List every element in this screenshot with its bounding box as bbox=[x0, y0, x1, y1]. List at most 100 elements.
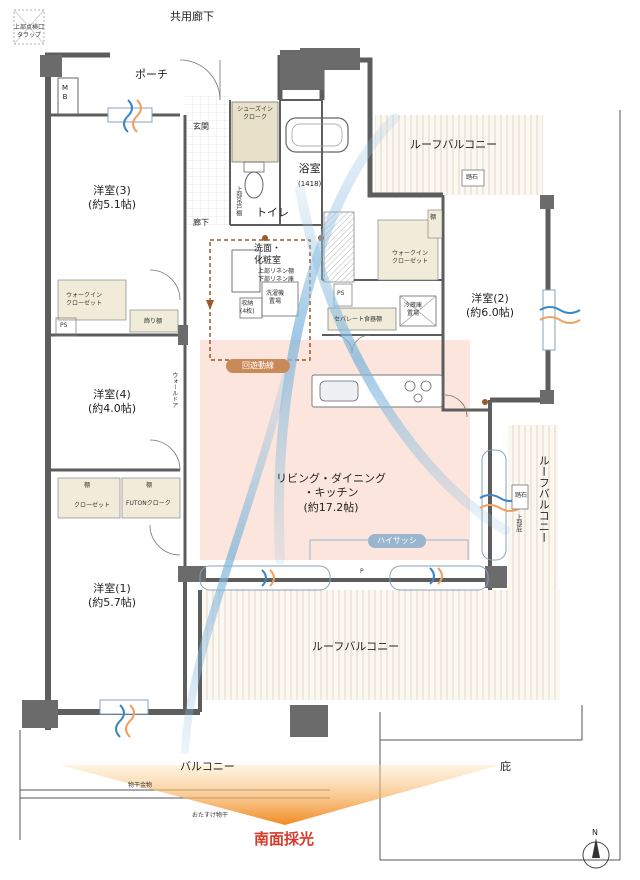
room3-label: 洋室(3)(約5.1帖) bbox=[88, 184, 136, 213]
fridge-box bbox=[399, 295, 437, 327]
roof-balcony-right-stone: 踏石 bbox=[515, 492, 528, 499]
bath-label: 浴室 (1418) bbox=[298, 162, 321, 191]
window-side bbox=[481, 449, 507, 561]
room3-name: 洋室(3) bbox=[93, 184, 131, 197]
toilet-fixture bbox=[244, 171, 264, 199]
washroom-storage-label: 収納(4枚) bbox=[240, 300, 255, 316]
toilet-label: トイレ bbox=[256, 206, 289, 219]
stepping-stone-top bbox=[461, 169, 485, 187]
roof-balcony-top-label: ルーフバルコニー bbox=[410, 138, 498, 151]
room4-size: (約4.0帖) bbox=[88, 402, 137, 416]
linen2: 下部リネン庫 bbox=[258, 275, 295, 283]
fridge-label: 冷蔵庫置場 bbox=[404, 302, 422, 318]
wall-door-label: ウォールドア bbox=[170, 372, 178, 408]
room1-name: 洋室(1) bbox=[93, 582, 131, 595]
washer1: 洗濯機 bbox=[266, 290, 285, 297]
ldk-line2: ・キッチン bbox=[303, 486, 359, 500]
ldk-label: リビング・ダイニング・キッチン(約17.2帖) bbox=[276, 472, 386, 515]
washroom-line2: 化粧室 bbox=[254, 255, 282, 266]
kazari-box bbox=[129, 309, 179, 333]
south-light-fan bbox=[60, 765, 500, 825]
fridge-line2: 置場 bbox=[407, 309, 420, 317]
futon-box bbox=[121, 477, 181, 519]
inspection-line2: タラップ bbox=[16, 31, 41, 39]
room2-name: 洋室(2) bbox=[471, 292, 509, 305]
mb-label: M B bbox=[62, 84, 69, 102]
stepping-stone-right bbox=[511, 484, 529, 510]
room3-size: (約5.1帖) bbox=[88, 198, 137, 212]
roof-balcony-top-floor bbox=[375, 115, 543, 195]
porch-label: ポーチ bbox=[135, 68, 168, 81]
columns bbox=[22, 48, 554, 737]
storage-size: (4枚) bbox=[240, 307, 255, 315]
ps-label-right: PS bbox=[337, 290, 345, 297]
high-sash-badge: ハイサッシ bbox=[368, 534, 426, 548]
ldk-line1: リビング・ダイニング bbox=[276, 472, 386, 485]
washroom-label: 洗面・化粧室 bbox=[254, 244, 281, 267]
roof-balcony-right-eaves: 上部庇 bbox=[514, 514, 522, 532]
room1-size: (約5.7帖) bbox=[88, 596, 137, 610]
corridor-label: 共用廊下 bbox=[170, 10, 214, 23]
shoes-closet-box bbox=[231, 101, 279, 163]
window-left bbox=[199, 565, 331, 591]
fridge-line1: 冷蔵庫 bbox=[404, 302, 423, 309]
walkin-right-line1: ウォークイン bbox=[392, 250, 429, 257]
separate-cabinet-label: セパレート食器棚 bbox=[334, 316, 383, 323]
washroom-sink bbox=[231, 249, 261, 293]
hanger2-label: おたすけ物干 bbox=[192, 812, 229, 819]
mb-box bbox=[57, 77, 79, 115]
shoes-line1: シューズイン bbox=[237, 106, 273, 113]
stove-icon bbox=[404, 380, 432, 403]
shoes-line2: クローク bbox=[242, 113, 267, 121]
futon-label: FUTONクローク bbox=[126, 500, 171, 507]
walkin-left-label: ウォークインクローゼット bbox=[66, 292, 102, 308]
washer-label: 洗濯機置場 bbox=[266, 290, 284, 306]
room2-size: (約6.0帖) bbox=[466, 306, 515, 320]
hanger1-label: 物干金物 bbox=[128, 782, 153, 789]
inspection-label: 上部点検口タラップ bbox=[12, 24, 46, 40]
walkin-right-label: ウォークインクローゼット bbox=[392, 250, 428, 266]
window-right bbox=[389, 565, 489, 591]
kitchen-sink bbox=[319, 380, 359, 402]
ps-label-left: PS bbox=[60, 322, 68, 329]
tana-side-label: 棚 bbox=[430, 214, 437, 221]
eaves-label: 庇 bbox=[500, 760, 511, 773]
linen1: 上部リネン棚 bbox=[258, 268, 295, 275]
door-swings bbox=[149, 59, 468, 556]
room1-label: 洋室(1)(約5.7帖) bbox=[88, 582, 136, 611]
toilet-shelf-label: 上部吊戸棚 bbox=[234, 186, 242, 216]
entrance-label: 玄関 bbox=[193, 122, 209, 131]
kazari-label: 飾り棚 bbox=[144, 318, 163, 325]
bathtub bbox=[285, 117, 349, 153]
balcony-label: バルコニー bbox=[180, 760, 235, 773]
closet-label: クローゼット bbox=[74, 502, 111, 509]
closet-box bbox=[57, 477, 121, 519]
air-arrows bbox=[115, 99, 581, 738]
shelf2-label: 棚 bbox=[146, 482, 153, 489]
room4-name: 洋室(4) bbox=[93, 388, 131, 401]
south-light-label: 南面採光 bbox=[254, 830, 315, 848]
hallway-label: 廊下 bbox=[193, 218, 209, 227]
ldk-line3: (約17.2帖) bbox=[303, 500, 359, 514]
roof-balcony-top-stone: 踏石 bbox=[466, 174, 479, 181]
north-label: N bbox=[592, 828, 598, 837]
washroom-line1: 洗面・ bbox=[254, 244, 282, 254]
roof-balcony-bottom-floor bbox=[200, 590, 560, 700]
shelf1-label: 棚 bbox=[84, 482, 91, 489]
inspection-hatch bbox=[13, 9, 45, 45]
washer2: 置場 bbox=[269, 297, 282, 305]
shoes-closet-label: シューズインクローク bbox=[232, 106, 278, 122]
north-compass-icon bbox=[582, 838, 610, 869]
washroom-linen-label: 上部リネン棚下部リネン庫 bbox=[258, 268, 294, 284]
window-room2 bbox=[542, 289, 556, 351]
loop-path-badge: 回遊動線 bbox=[226, 359, 290, 373]
air-flow bbox=[181, 113, 510, 754]
bath-name: 浴室 bbox=[298, 162, 321, 175]
roof-balcony-bottom-label: ルーフバルコニー bbox=[312, 640, 400, 653]
storage: 収納 bbox=[241, 300, 254, 307]
room4-label: 洋室(4)(約4.0帖) bbox=[88, 388, 136, 417]
bath-size: (1418) bbox=[298, 180, 322, 189]
inspection-line1: 上部点検口 bbox=[13, 24, 44, 31]
entrance-floor bbox=[185, 95, 230, 225]
